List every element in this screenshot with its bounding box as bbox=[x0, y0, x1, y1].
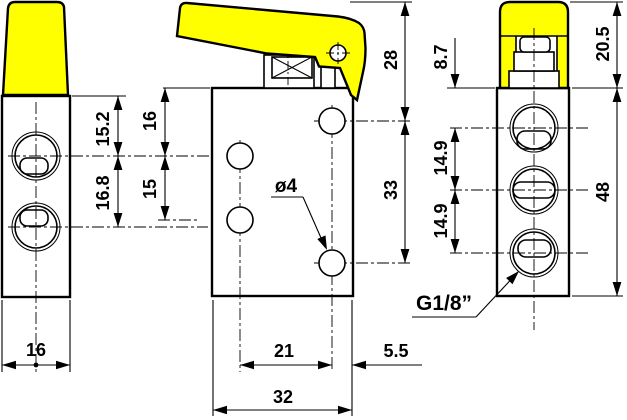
arrowhead bbox=[612, 74, 622, 88]
arrowhead bbox=[160, 88, 170, 102]
right-side-view bbox=[450, 0, 590, 330]
dim-port1-to-port2-label: 16.8 bbox=[93, 175, 113, 210]
arrowhead bbox=[2, 360, 16, 370]
arrowhead bbox=[612, 88, 622, 102]
roller-box bbox=[271, 56, 313, 79]
thread-label: G1/8” bbox=[416, 292, 472, 315]
dim-left-width-label: 16 bbox=[26, 340, 46, 360]
dim-left-width-group: 16 bbox=[1, 300, 71, 372]
left-side-view bbox=[0, 0, 258, 374]
arrowhead bbox=[450, 176, 460, 190]
mounting-hole-left-upper bbox=[226, 142, 254, 170]
port2-notch bbox=[19, 209, 49, 227]
hole-diameter-callout: ø4 bbox=[271, 176, 327, 250]
arrowhead bbox=[160, 142, 170, 156]
port2-counterbore bbox=[11, 202, 61, 252]
arrowhead bbox=[450, 128, 460, 142]
arrowhead bbox=[240, 360, 254, 370]
arrowhead bbox=[450, 74, 460, 88]
port1-counterbore bbox=[11, 131, 61, 181]
dim-top-to-hole-left-label: 16 bbox=[140, 111, 160, 131]
arrowhead bbox=[612, 282, 622, 296]
arrowhead bbox=[400, 121, 410, 135]
mounting-hole-left-lower bbox=[226, 206, 254, 234]
dim-hole-right-spacing-label: 33 bbox=[381, 180, 401, 200]
arrowhead bbox=[317, 235, 327, 250]
dim-hole-to-edge-label: 5.5 bbox=[383, 341, 408, 361]
arrowhead bbox=[450, 239, 460, 253]
arrowhead bbox=[506, 271, 519, 285]
arrowhead bbox=[400, 249, 410, 263]
lever-side-profile bbox=[1, 0, 70, 97]
port2-counterbore bbox=[509, 165, 559, 215]
arrowhead bbox=[450, 190, 460, 204]
plunger-step-top bbox=[519, 36, 551, 53]
arrowhead bbox=[113, 213, 123, 227]
arrowhead bbox=[113, 96, 123, 110]
port1-notch bbox=[19, 157, 49, 175]
port3-counterbore bbox=[509, 228, 559, 278]
support-block bbox=[320, 66, 336, 89]
dim-lever-height-label: 20.5 bbox=[593, 26, 613, 61]
arrowhead bbox=[213, 405, 227, 415]
dim-front-width-label: 32 bbox=[273, 387, 293, 407]
center-dot bbox=[33, 362, 39, 368]
thread-callout: G1/8” bbox=[412, 271, 519, 318]
dim-hole-left-spacing-label: 15 bbox=[140, 179, 160, 199]
lever-front-profile bbox=[175, 1, 367, 103]
port1-notch bbox=[516, 130, 552, 150]
dim-port1-to-port2-label: 14.9 bbox=[431, 140, 451, 175]
arrowhead bbox=[160, 206, 170, 220]
hole-diameter-label: ø4 bbox=[275, 176, 298, 197]
dim-top-to-port1-label: 8.7 bbox=[431, 44, 451, 69]
port1 bbox=[14, 134, 58, 178]
arrowhead bbox=[400, 107, 410, 121]
dim-front-bottom-group: 21 5.5 32 bbox=[212, 300, 422, 416]
dim-left-vertical-group: 15.2 16.8 bbox=[72, 95, 126, 227]
dim-top-to-port1-label: 15.2 bbox=[93, 111, 113, 146]
arrowhead bbox=[612, 2, 622, 16]
dim-body-height-label: 48 bbox=[593, 182, 613, 202]
arrowhead bbox=[352, 360, 366, 370]
dim-lever-top-to-hole-label: 28 bbox=[381, 50, 401, 70]
arrowhead bbox=[160, 156, 170, 170]
port2 bbox=[14, 205, 58, 249]
mounting-hole-bottom-right bbox=[318, 249, 346, 277]
port3 bbox=[512, 231, 556, 275]
dim-port2-to-port3-label: 14.9 bbox=[431, 203, 451, 238]
port1-counterbore bbox=[509, 103, 559, 153]
roller-cross bbox=[271, 56, 313, 79]
arrowhead bbox=[113, 142, 123, 156]
dim-front-left-vertical-group: 16 15 bbox=[140, 87, 210, 221]
dim-front-right-vertical-group: 28 33 bbox=[350, 1, 412, 263]
arrowhead bbox=[338, 405, 352, 415]
mounting-hole-top-right bbox=[318, 107, 346, 135]
port2-slot bbox=[512, 181, 556, 199]
front-view bbox=[175, 1, 412, 372]
dim-right-right-vertical-group: 20.5 48 bbox=[570, 1, 623, 297]
arrowhead bbox=[400, 2, 410, 16]
arrowhead bbox=[113, 156, 123, 170]
port3-notch bbox=[517, 239, 552, 258]
dim-holes-horizontal-label: 21 bbox=[274, 341, 294, 361]
dim-right-left-vertical-group: 8.7 14.9 14.9 bbox=[431, 38, 495, 253]
arrowhead bbox=[318, 360, 332, 370]
arrowhead bbox=[56, 360, 70, 370]
